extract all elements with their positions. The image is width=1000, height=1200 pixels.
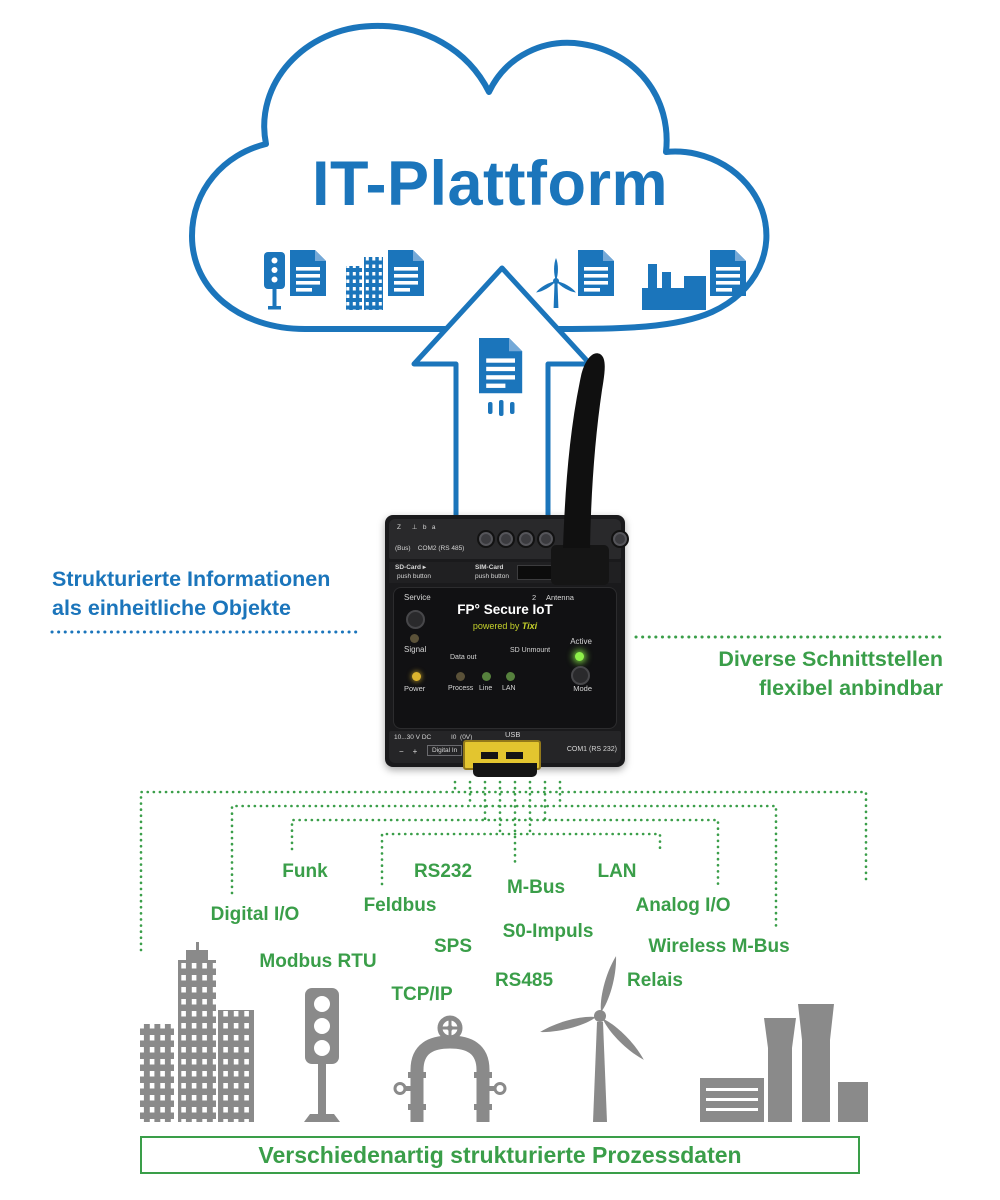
screw-terminal — [477, 530, 495, 548]
process-led — [456, 672, 465, 681]
document-icon — [290, 250, 326, 296]
process-data-banner: Verschiedenartig strukturierte Prozessda… — [140, 1136, 860, 1174]
powered-by-line: powered by Tixi — [394, 621, 616, 631]
left-note-line1: Strukturierte Informationen — [52, 567, 331, 591]
right-note-line1: Diverse Schnittstellen — [718, 647, 943, 671]
digital-in-label: Digital In — [427, 745, 463, 757]
device-bottom-strip: 10...30 V DC I0 (0V) − + Digital In USB … — [389, 730, 621, 770]
interface-label-rs485: RS485 — [494, 970, 554, 991]
antenna-label: Antenna — [546, 593, 574, 602]
screw-terminal — [517, 530, 535, 548]
interface-label-relais: Relais — [627, 970, 683, 991]
interface-label-feldbus: Feldbus — [363, 895, 437, 916]
interface-label-rs232: RS232 — [413, 861, 473, 882]
device-brand: FP° Secure IoT — [394, 602, 616, 617]
wind-turbine-icon-gray — [539, 955, 647, 1122]
traffic-light-icon-gray — [304, 988, 340, 1122]
document-icon — [388, 250, 424, 296]
usb-label: USB — [505, 730, 521, 739]
active-label: Active — [570, 637, 592, 646]
process-label: Process — [448, 685, 474, 692]
screw-terminal — [611, 530, 629, 548]
screw-terminal — [497, 530, 515, 548]
line-label: Line — [479, 685, 493, 692]
sd-unmount-label: SD Unmount — [510, 647, 551, 654]
city-icon — [346, 257, 383, 310]
signal-label: Signal — [404, 645, 427, 654]
interface-label-s0-impuls: S0-Impuls — [502, 921, 594, 942]
document-icon — [479, 338, 523, 394]
device-front-panel: Service FP° Secure IoT powered by Tixi 2… — [393, 587, 617, 729]
document-icon — [710, 250, 746, 296]
interface-label-lan: LAN — [597, 861, 637, 882]
factory-icon-gray — [700, 1004, 868, 1122]
right-note: Diverse Schnittstellen flexibel anbindba… — [718, 645, 943, 703]
lan-label: LAN — [502, 685, 516, 692]
sim-card-label: SIM-Card — [475, 564, 504, 571]
traffic-light-icon — [264, 252, 285, 310]
interface-label-digital-io: Digital I/O — [210, 904, 300, 925]
interface-connector-lines — [139, 780, 868, 952]
interface-label-mbus: M-Bus — [506, 877, 566, 898]
terminal-pin-labels: Z ⊥ b a — [397, 524, 436, 531]
supply-label: 10...30 V DC — [394, 734, 432, 741]
sim-push-label: push button — [475, 573, 509, 580]
interface-label-tcpip: TCP/IP — [391, 984, 453, 1005]
pipeline-valve-icon — [393, 1015, 507, 1122]
brand-name: Secure IoT — [483, 602, 553, 617]
polarity-label: − + — [399, 747, 418, 756]
io-label: I0 (0V) — [451, 734, 473, 741]
left-note: Strukturierte Informationen als einheitl… — [52, 565, 330, 623]
com1-label: COM1 (RS 232) — [566, 746, 617, 753]
interface-label-analog-io: Analog I/O — [635, 895, 731, 916]
power-led — [412, 672, 421, 681]
com2-label: (Bus) COM2 (RS 485) — [395, 545, 465, 552]
interface-label-modbus-rtu: Modbus RTU — [259, 951, 377, 972]
mode-button — [571, 666, 590, 685]
lan-led — [506, 672, 515, 681]
mode-label: Mode — [573, 684, 592, 693]
tixi-label: Tixi — [521, 621, 538, 631]
antenna-number: 2 — [532, 593, 537, 602]
powered-prefix: powered by — [472, 621, 522, 631]
sd-push-label: push button — [397, 573, 431, 580]
interface-label-wireless-mbus: Wireless M-Bus — [648, 936, 790, 957]
interface-label-sps: SPS — [433, 936, 473, 957]
right-note-line2: flexibel anbindbar — [759, 676, 943, 700]
line-led — [482, 672, 491, 681]
cloud-outline — [189, 22, 770, 332]
power-label: Power — [404, 684, 426, 693]
factory-icon — [642, 264, 706, 310]
document-icon — [578, 250, 614, 296]
wind-turbine-icon — [535, 258, 577, 308]
screw-terminal — [537, 530, 555, 548]
cloud-title: IT-Plattform — [311, 149, 668, 219]
service-label: Service — [404, 593, 431, 602]
sd-card-label: SD-Card ▸ — [395, 564, 427, 571]
brand-fp: FP° — [457, 602, 484, 617]
data-out-label: Data out — [450, 654, 477, 661]
service-button — [406, 610, 425, 629]
active-led — [575, 652, 584, 661]
din-rail-clip — [473, 763, 537, 777]
city-buildings-icon — [140, 942, 254, 1122]
signal-led — [410, 634, 419, 643]
upload-motion-dashes — [488, 400, 515, 416]
interface-label-funk: Funk — [282, 861, 328, 882]
left-note-line2: als einheitliche Objekte — [52, 596, 291, 620]
antenna-icon — [551, 353, 609, 585]
